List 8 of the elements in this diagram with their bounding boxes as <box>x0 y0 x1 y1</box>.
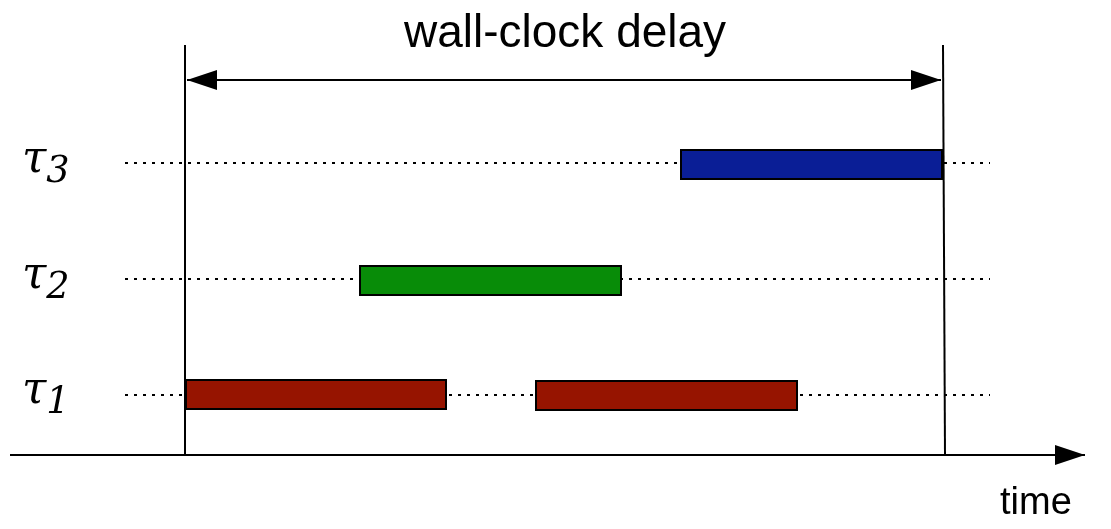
task-label: τ$_{2}$ <box>22 251 70 305</box>
task-label: τ$_{3}$ <box>22 135 70 189</box>
task-bar <box>359 265 622 296</box>
task-bar <box>535 380 798 411</box>
axis-label: time <box>1000 482 1072 520</box>
task-bar <box>185 379 447 410</box>
task-bar <box>680 149 943 180</box>
task-label: τ$_{1}$ <box>22 366 70 420</box>
